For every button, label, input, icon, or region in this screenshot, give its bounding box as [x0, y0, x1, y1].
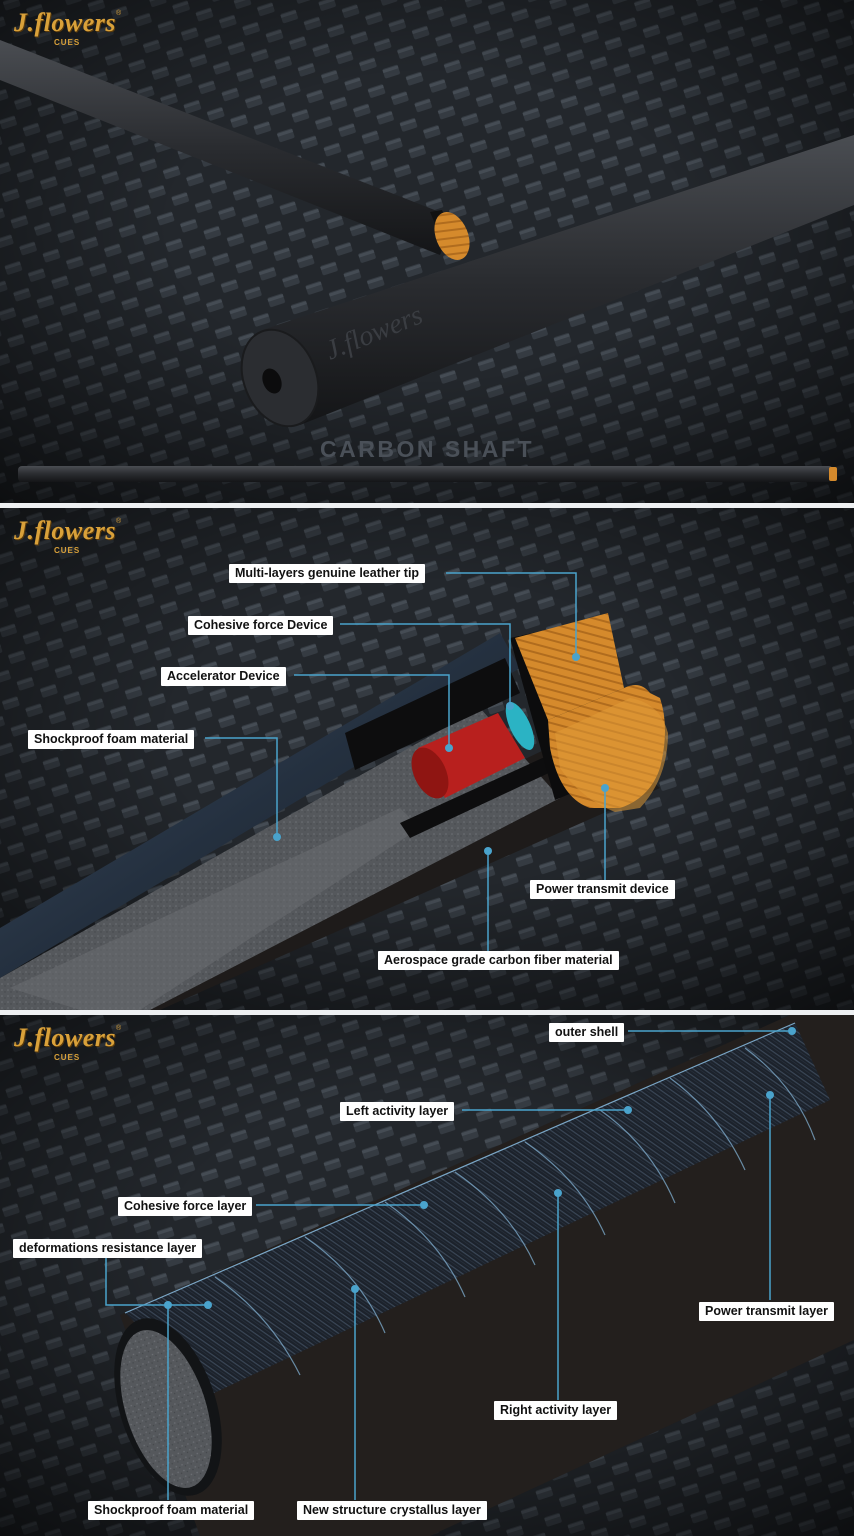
- label-shockproof-foam: Shockproof foam material: [28, 730, 195, 749]
- label-cohesive-force-device: Cohesive force Device: [188, 616, 334, 635]
- brand-name: J.flowers: [14, 8, 116, 37]
- brand-name: J.flowers: [14, 1023, 116, 1052]
- tip-cutaway-illustration: [0, 508, 854, 1010]
- carbon-shaft-illustration: J.flowers: [0, 0, 854, 503]
- label-cohesive-force-layer: Cohesive force layer: [118, 1197, 253, 1216]
- brand-logo: J.flowers ® CUES: [14, 1023, 134, 1069]
- panel-title: CARBON SHAFT: [320, 436, 534, 462]
- brand-registered-mark: ®: [116, 518, 122, 525]
- label-shockproof-foam: Shockproof foam material: [88, 1501, 255, 1520]
- label-new-structure-crystallus-layer: New structure crystallus layer: [297, 1501, 487, 1520]
- brand-logo: J.flowers ® CUES: [14, 516, 134, 562]
- brand-name: J.flowers: [14, 516, 116, 545]
- brand-registered-mark: ®: [116, 10, 122, 17]
- panel-tip-structure: J.flowers ® CUES Multi-layers genuine le…: [0, 508, 854, 1010]
- label-power-transmit-device: Power transmit device: [530, 880, 675, 899]
- shaft-full: [18, 466, 837, 482]
- label-right-activity-layer: Right activity layer: [494, 1401, 618, 1420]
- label-outer-shell: outer shell: [549, 1023, 625, 1042]
- label-power-transmit-layer: Power transmit layer: [699, 1302, 834, 1321]
- brand-sub: CUES: [54, 1053, 81, 1062]
- leather-tip: [515, 613, 668, 812]
- shaft-foreground: J.flowers: [240, 135, 854, 428]
- brand-logo: J.flowers ® CUES: [14, 8, 134, 54]
- fiber-layers: [124, 1022, 830, 1395]
- shaft-upper: [0, 40, 470, 260]
- brand-registered-mark: ®: [116, 1025, 122, 1032]
- label-aerospace-carbon-fiber: Aerospace grade carbon fiber material: [378, 951, 619, 970]
- divider: [0, 503, 854, 508]
- panel-carbon-shaft: J.flowers J.flowers ® CUES CARBON SHAFT: [0, 0, 854, 503]
- divider: [0, 1010, 854, 1015]
- label-accelerator-device: Accelerator Device: [161, 667, 286, 686]
- brand-sub: CUES: [54, 38, 81, 47]
- label-left-activity-layer: Left activity layer: [340, 1102, 455, 1121]
- label-leather-tip: Multi-layers genuine leather tip: [229, 564, 426, 583]
- panel-shaft-layers: J.flowers ® CUES outer shell Left activi…: [0, 1015, 854, 1536]
- brand-sub: CUES: [54, 546, 81, 555]
- shaft-layers-illustration: [0, 1015, 854, 1536]
- accelerator-core: [411, 713, 525, 799]
- label-deformations-resistance-layer: deformations resistance layer: [13, 1239, 203, 1258]
